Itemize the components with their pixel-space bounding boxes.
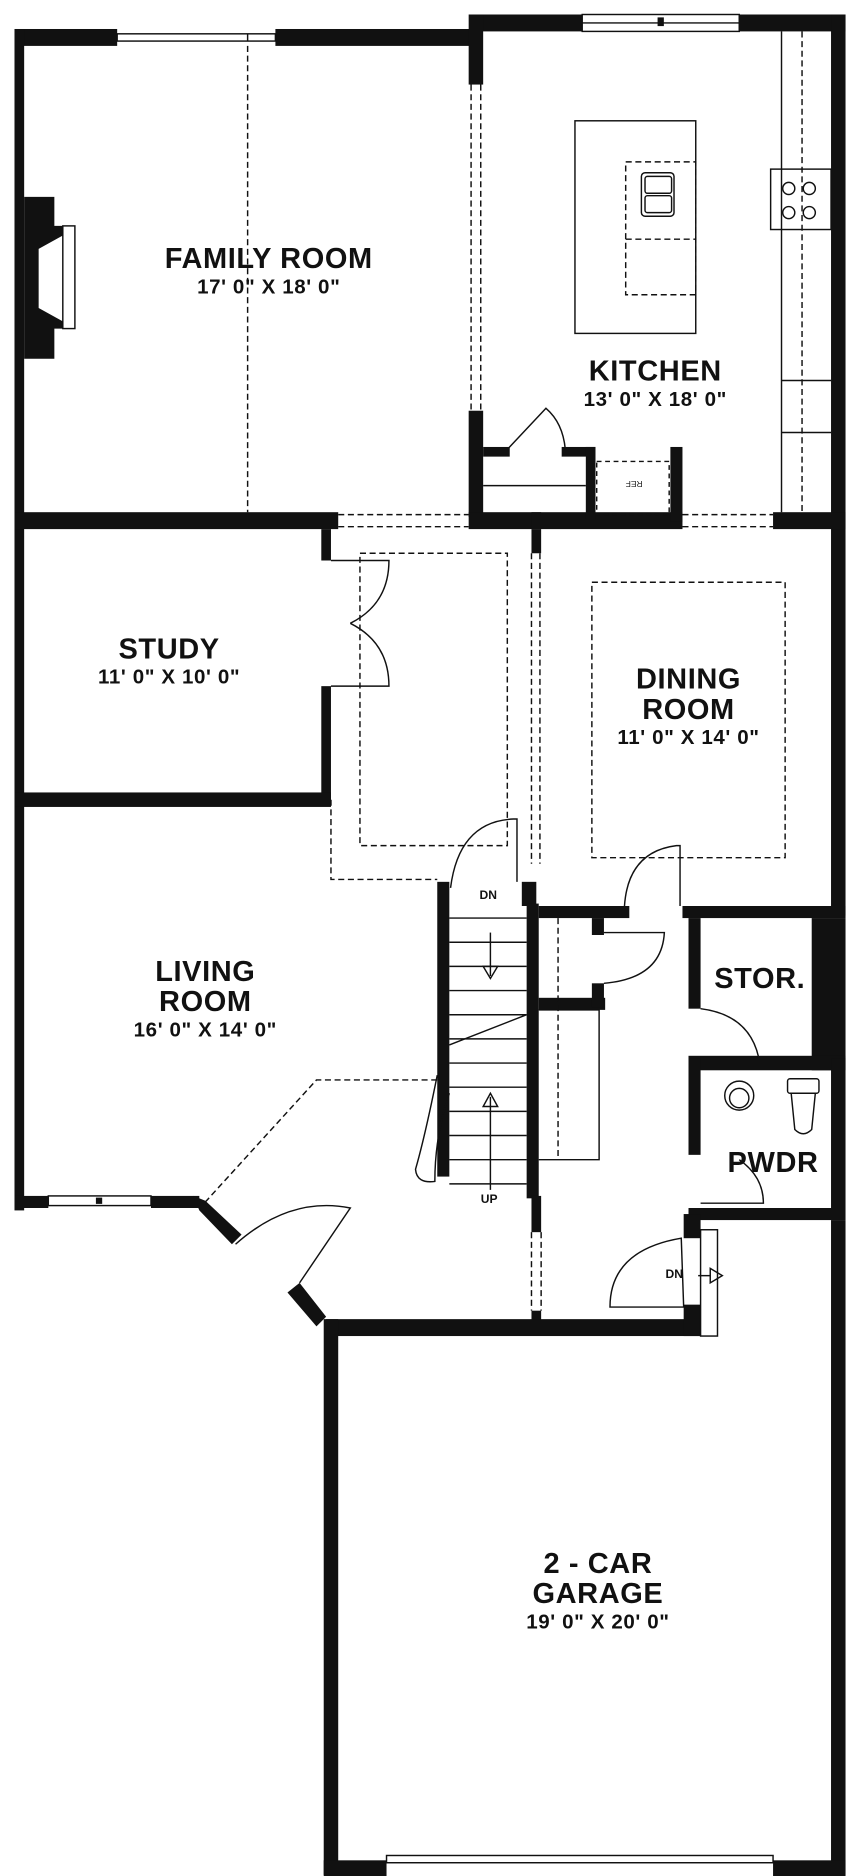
room-dimensions: 11' 0" X 14' 0" [617,726,760,750]
room-name: STOR. [714,962,806,996]
room-name-line2: GARAGE [532,1577,664,1611]
garage-step-down-label: DN [665,1268,684,1282]
room-name-line2: ROOM [642,693,735,727]
room-name: KITCHEN [588,355,722,388]
room-family-room: FAMILY ROOM 17' 0" X 18' 0" [121,244,417,298]
room-storage: STOR. [705,962,814,996]
room-dimensions: 11' 0" X 10' 0" [97,665,241,689]
refrigerator-label: REF [625,478,643,487]
walls [14,14,846,1876]
room-name-line1: DINING [635,663,742,696]
room-living-room: LIVING ROOM 16' 0" X 14' 0" [97,957,314,1042]
room-name-line1: 2 - CAR [543,1547,653,1581]
room-name-line2: ROOM [159,985,252,1019]
room-dining-room: DINING ROOM 11' 0" X 14' 0" [580,664,797,749]
stair-down-label: DN [479,889,497,903]
room-garage: 2 - CAR GARAGE 19' 0" X 20' 0" [477,1547,719,1634]
room-name-line1: LIVING [155,955,256,989]
room-dimensions: 17' 0" X 18' 0" [197,275,341,299]
room-dimensions: 16' 0" X 14' 0" [133,1018,278,1042]
room-name: STUDY [118,632,220,666]
room-dimensions: 13' 0" X 18' 0" [583,387,727,411]
stair-up-label: UP [480,1193,498,1207]
fixtures [47,13,832,1864]
room-study: STUDY 11' 0" X 10' 0" [60,634,277,688]
room-kitchen: KITCHEN 13' 0" X 18' 0" [544,356,767,410]
room-name: FAMILY ROOM [164,242,373,276]
room-powder: PWDR [713,1146,834,1180]
room-dimensions: 19' 0" X 20' 0" [526,1610,670,1634]
room-name: PWDR [727,1146,819,1180]
